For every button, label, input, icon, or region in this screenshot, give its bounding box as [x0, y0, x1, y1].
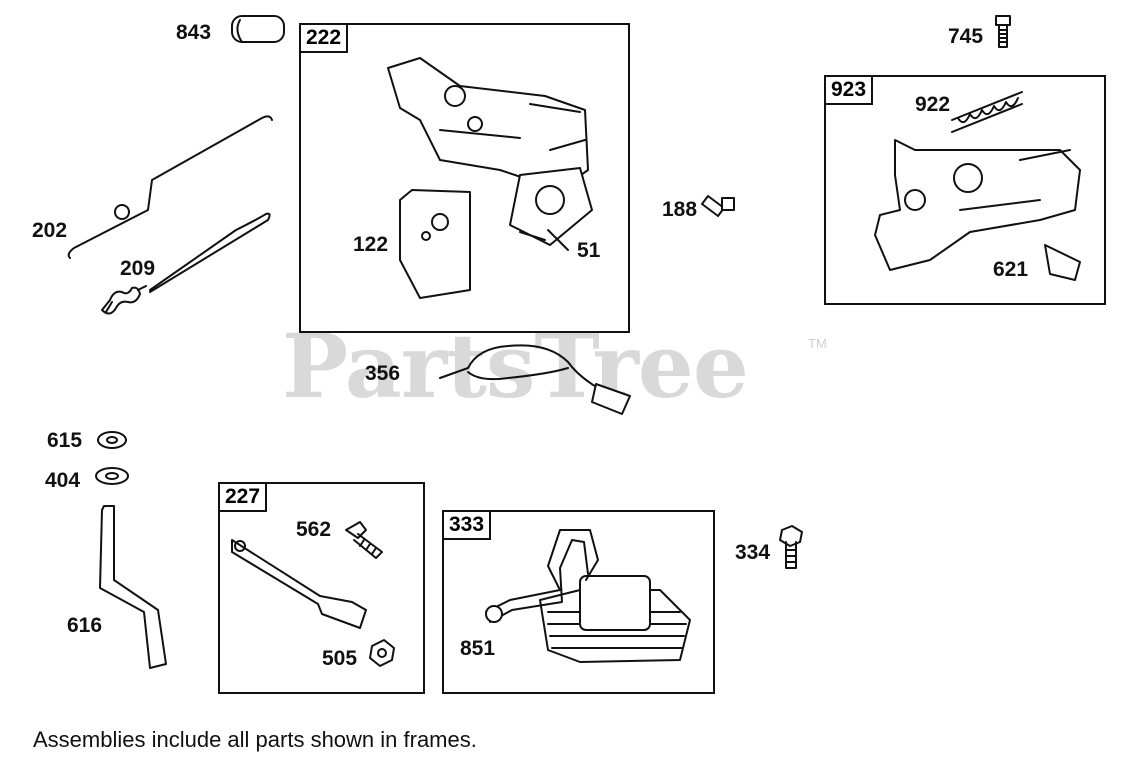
part-label-851[interactable]: 851	[460, 637, 496, 660]
part-label-188[interactable]: 188	[662, 198, 698, 221]
frame-222-tag: 222	[299, 23, 349, 54]
part-label-621[interactable]: 621	[993, 258, 1029, 281]
part-label-51[interactable]: 51	[577, 239, 601, 262]
part-404-drawing	[95, 467, 129, 485]
part-745-drawing	[995, 15, 1011, 48]
part-188-drawing	[701, 195, 735, 217]
part-227-drawing	[231, 521, 395, 667]
part-222-drawing	[387, 57, 593, 299]
part-209-drawing	[101, 212, 271, 315]
part-label-356[interactable]: 356	[365, 362, 401, 385]
frame-923: 923	[824, 75, 1106, 305]
part-label-202[interactable]: 202	[32, 219, 68, 242]
frame-227: 227	[218, 482, 425, 694]
part-616-drawing	[99, 505, 167, 669]
part-label-615[interactable]: 615	[47, 429, 83, 452]
frame-222: 222	[299, 23, 630, 333]
frame-333: 333	[442, 510, 715, 694]
part-label-922[interactable]: 922	[915, 93, 951, 116]
part-202-drawing	[67, 115, 273, 259]
part-label-843[interactable]: 843	[176, 21, 212, 44]
watermark-trademark: TM	[808, 336, 827, 351]
frame-333-tag: 333	[442, 510, 492, 541]
part-label-505[interactable]: 505	[322, 647, 358, 670]
part-label-562[interactable]: 562	[296, 518, 332, 541]
part-356-drawing	[439, 344, 631, 415]
part-843-drawing	[231, 15, 285, 43]
part-923-drawing	[874, 91, 1081, 281]
part-615-drawing	[97, 431, 127, 449]
part-label-404[interactable]: 404	[45, 469, 81, 492]
part-label-334[interactable]: 334	[735, 541, 771, 564]
part-333-drawing	[485, 529, 691, 663]
frame-923-tag: 923	[824, 75, 874, 106]
part-label-616[interactable]: 616	[67, 614, 103, 637]
watermark: PartsTree	[282, 314, 749, 418]
part-334-drawing	[779, 525, 803, 569]
part-label-745[interactable]: 745	[948, 25, 984, 48]
assemblies-footnote: Assemblies include all parts shown in fr…	[33, 727, 477, 752]
part-label-122[interactable]: 122	[353, 233, 389, 256]
frame-227-tag: 227	[218, 482, 268, 513]
part-label-209[interactable]: 209	[120, 257, 156, 280]
